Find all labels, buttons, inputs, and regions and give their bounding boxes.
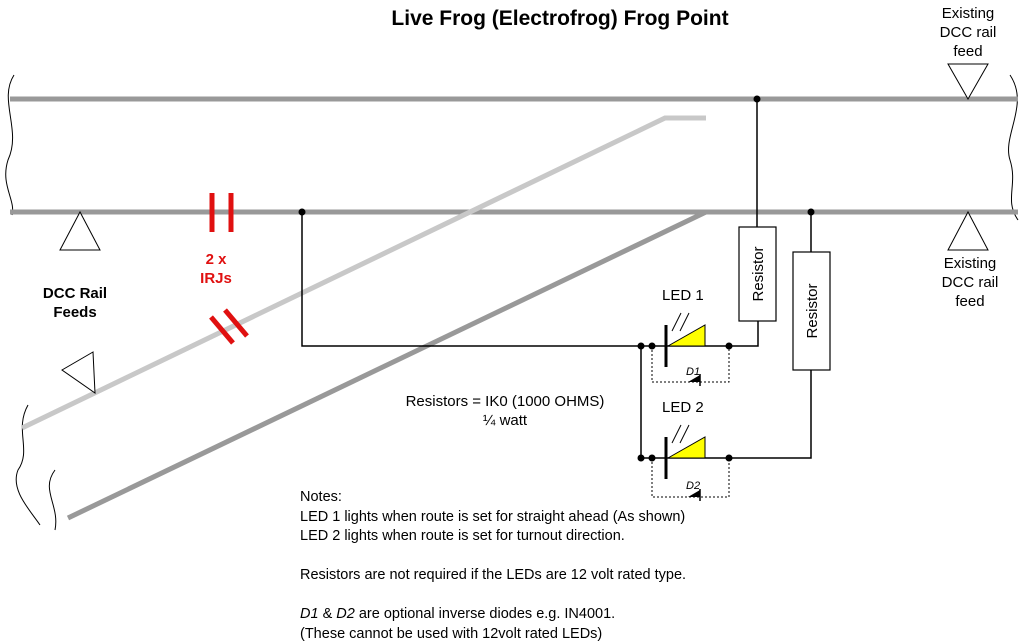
notes-spacer (300, 547, 686, 567)
feed-label-right: Existing DCC rail feed (930, 254, 1010, 311)
resistors-spec: Resistors = IK0 (1000 OHMS) ¼ watt (385, 392, 625, 430)
junction-dot (638, 343, 645, 350)
feed-label-line: feed (928, 42, 1008, 61)
break-line-left-top (6, 75, 14, 215)
diagram-title: Live Frog (Electrofrog) Frog Point (0, 7, 1024, 31)
junction-dot (299, 209, 306, 216)
resistor-1-label: Resistor (750, 246, 767, 301)
feed-label-line: feed (930, 292, 1010, 311)
notes-heading: Notes: (300, 488, 686, 508)
d1-label: D1 (686, 366, 700, 378)
dcc-rail-feeds-line: DCC Rail (30, 284, 120, 303)
dcc-rail-feeds-label: DCC Rail Feeds (30, 284, 120, 322)
led1-label: LED 1 (662, 286, 704, 305)
rail-diverging-outer (68, 212, 706, 518)
led1-emission-arrow (680, 313, 689, 331)
irj-label-line: 2 x (186, 250, 246, 269)
notes-line: (These cannot be used with 12volt rated … (300, 625, 686, 644)
dcc-rail-feeds-line: Feeds (30, 303, 120, 322)
resistors-spec-line: ¼ watt (385, 411, 625, 430)
junction-dot (754, 96, 761, 103)
wire-frog-to-led (302, 212, 758, 346)
feed-triangle-left (60, 212, 100, 250)
irj-label-line: IRJs (186, 269, 246, 288)
feed-triangle-diverging (62, 352, 95, 393)
notes-line: LED 2 lights when route is set for turno… (300, 527, 686, 547)
feed-label-line: DCC rail (928, 23, 1008, 42)
feed-triangle-top-right (948, 64, 988, 99)
notes-amp: & (319, 606, 337, 622)
break-line-left-bottom2 (49, 470, 56, 530)
rail-diverging-closure (22, 118, 706, 428)
notes-spacer (300, 586, 686, 606)
led1-emission-arrow (672, 313, 681, 331)
notes-d2: D2 (336, 606, 355, 622)
feed-label-top-right: Existing DCC rail feed (928, 4, 1008, 61)
resistor-2-label: Resistor (804, 283, 821, 338)
notes-line: Resistors are not required if the LEDs a… (300, 566, 686, 586)
notes-d1: D1 (300, 606, 319, 622)
notes-line: LED 1 lights when route is set for strai… (300, 508, 686, 528)
feed-triangle-right (948, 212, 988, 250)
led2-emission-arrow (680, 425, 689, 443)
irj-label: 2 x IRJs (186, 250, 246, 288)
junction-dot (808, 209, 815, 216)
feed-label-line: Existing (928, 4, 1008, 23)
notes-block: Notes: LED 1 lights when route is set fo… (300, 488, 686, 644)
resistors-spec-line: Resistors = IK0 (1000 OHMS) (385, 392, 625, 411)
feed-label-line: DCC rail (930, 273, 1010, 292)
notes-line: D1 & D2 are optional inverse diodes e.g.… (300, 605, 686, 625)
feed-label-line: Existing (930, 254, 1010, 273)
notes-line4-rest: are optional inverse diodes e.g. IN4001. (355, 606, 615, 622)
led2-label: LED 2 (662, 398, 704, 417)
junction-dot (638, 455, 645, 462)
d2-label: D2 (686, 480, 700, 492)
led2-emission-arrow (672, 425, 681, 443)
